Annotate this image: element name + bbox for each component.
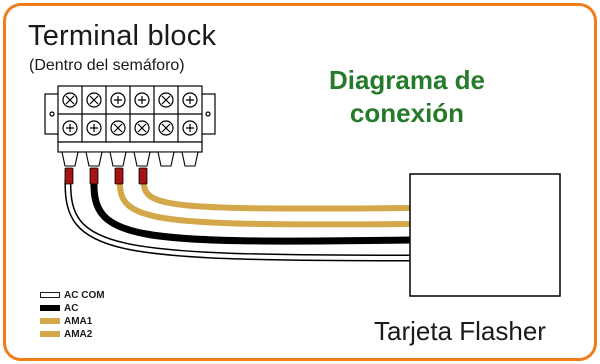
legend-label-ac-com: AC COM — [64, 289, 105, 301]
screw-bottom-3-icon — [110, 120, 126, 136]
legend-item-ac-com: AC COM — [40, 289, 105, 301]
wire-ama1 — [116, 177, 413, 228]
wire-ac-com — [65, 178, 412, 260]
screw-top-4-icon — [134, 92, 150, 108]
lug-1 — [64, 167, 74, 185]
lug-3 — [114, 167, 124, 185]
screw-top-1-icon — [62, 92, 78, 108]
screw-top-3-icon — [110, 92, 126, 108]
lug-2 — [89, 167, 99, 185]
legend-label-ama1: AMA1 — [64, 315, 93, 327]
screw-top-6-icon — [182, 92, 198, 108]
screw-bottom-2-icon — [86, 120, 102, 136]
screw-bottom-1-icon — [62, 120, 78, 136]
screw-bottom-5-icon — [158, 120, 174, 136]
screws-bottom-row — [62, 120, 198, 136]
diagram-heading-line2: conexión — [349, 98, 465, 128]
wire-ac — [90, 176, 414, 245]
legend-item-ac: AC — [40, 302, 105, 314]
legend-swatch-ac-com — [40, 292, 60, 298]
legend-item-ama2: AMA2 — [40, 328, 105, 340]
diagram-heading-line1: Diagrama de — [328, 65, 486, 95]
crimp-lugs — [64, 167, 148, 185]
terminal-block-subtitle: (Dentro del semáforo) — [29, 57, 185, 74]
wire-legend: AC COM AC AMA1 AMA2 — [40, 289, 105, 341]
wires — [64, 176, 414, 262]
screws-top-row — [62, 92, 198, 108]
legend-swatch-ama2 — [40, 331, 60, 337]
legend-label-ac: AC — [64, 302, 79, 314]
legend-swatch-ama1 — [40, 318, 60, 324]
screw-top-5-icon — [158, 92, 174, 108]
terminal-block-title: Terminal block — [28, 20, 217, 52]
screw-bottom-4-icon — [134, 120, 150, 136]
terminal-block — [44, 85, 216, 153]
flasher-card-box — [409, 173, 561, 297]
wire-clamps — [61, 151, 199, 167]
legend-item-ama1: AMA1 — [40, 315, 105, 327]
screw-top-2-icon — [86, 92, 102, 108]
lug-4 — [138, 167, 148, 185]
legend-label-ama2: AMA2 — [64, 328, 93, 340]
diagram-heading: Diagrama de conexión — [318, 64, 496, 130]
screw-bottom-6-icon — [182, 120, 198, 136]
legend-swatch-ac — [40, 305, 60, 311]
flasher-card-label: Tarjeta Flasher — [374, 316, 546, 346]
wire-ama2 — [140, 177, 413, 212]
